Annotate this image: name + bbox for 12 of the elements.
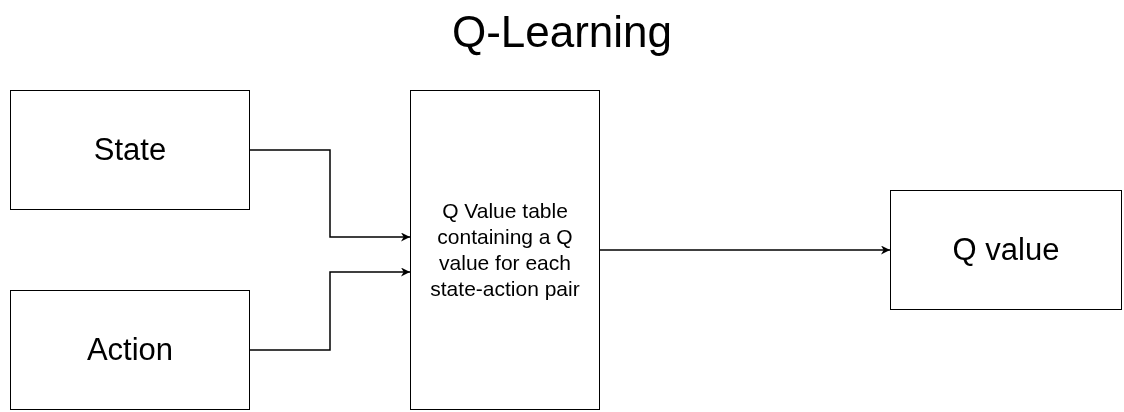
- arrow: [599, 245, 891, 255]
- arrow: [249, 267, 411, 351]
- box-label: State: [93, 130, 167, 169]
- table-box: [410, 90, 600, 410]
- box-label: Q value: [952, 230, 1060, 269]
- box-label: Action: [86, 330, 174, 369]
- box-label: Q Value table containing a Q value for each state-action pair: [429, 197, 581, 303]
- action-box: [10, 290, 250, 410]
- output-box: [890, 190, 1122, 310]
- arrow: [249, 149, 411, 242]
- diagram-title: Q-Learning: [451, 8, 673, 57]
- state-box: [10, 90, 250, 210]
